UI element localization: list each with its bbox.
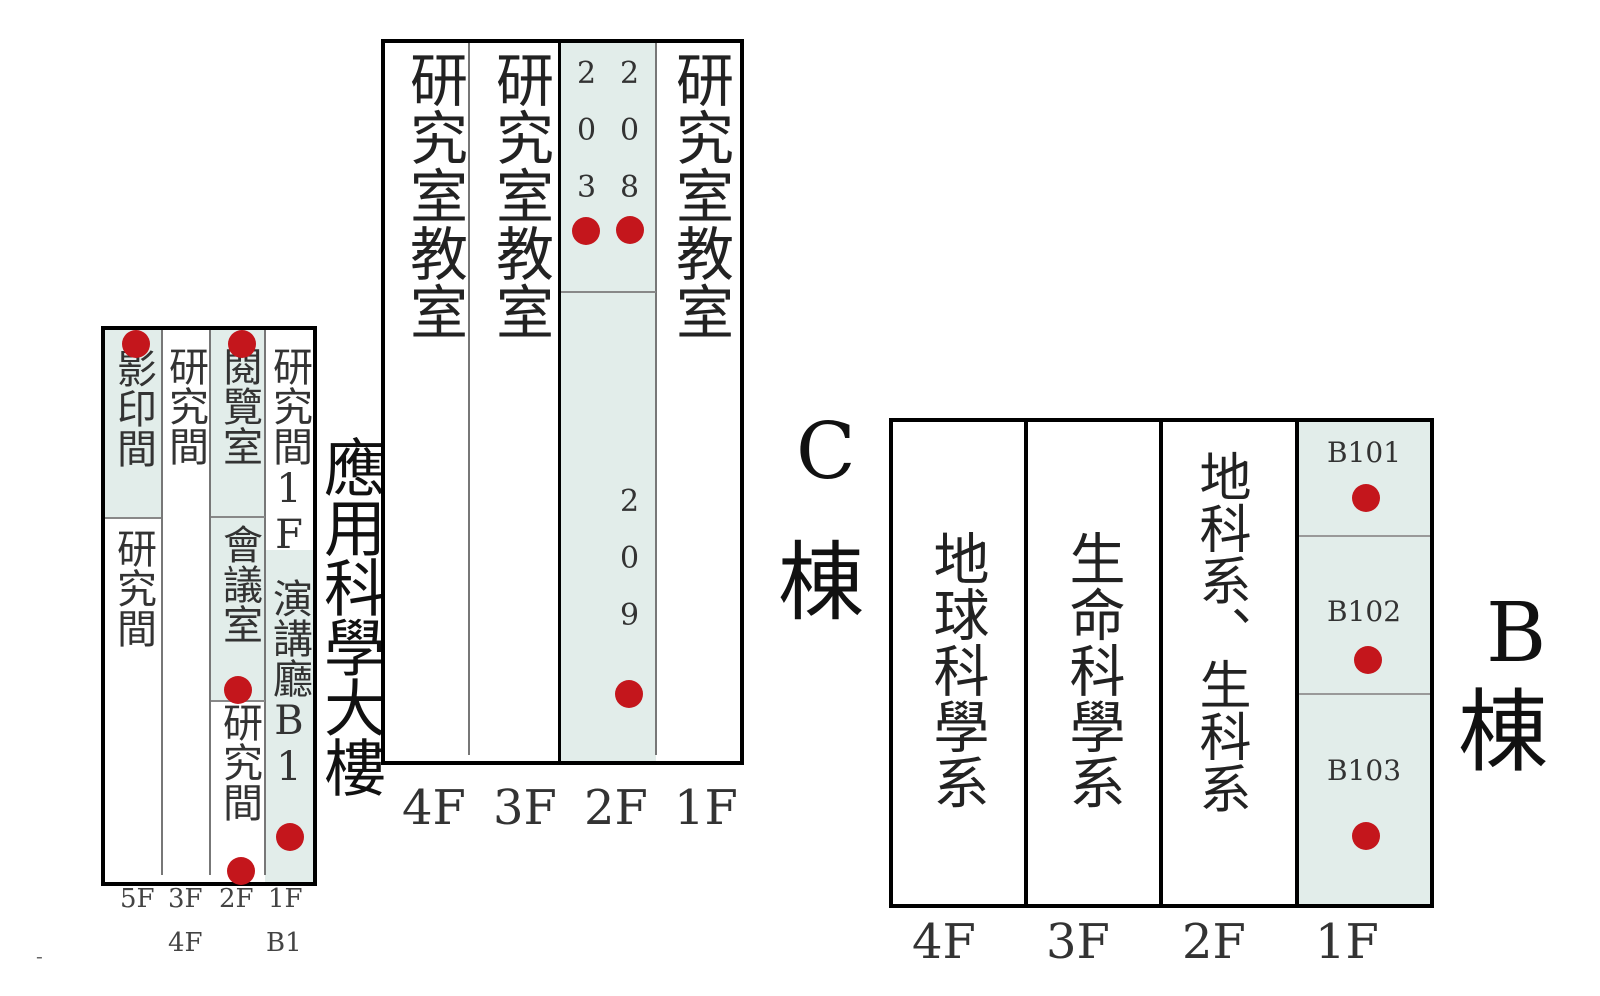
room-b103: B103	[1327, 754, 1402, 787]
room-209: 209	[612, 484, 647, 655]
b-building-char: 棟	[1458, 680, 1548, 785]
page-mark: -	[36, 944, 43, 968]
floor-label-5f: 5F	[120, 884, 155, 914]
room-lecture-hall: 演講廳B1	[266, 578, 312, 790]
room-b102: B102	[1327, 595, 1402, 628]
room-research-1f: 研究間1F	[266, 346, 312, 558]
floor-label-4f: 4F	[402, 780, 466, 836]
room-203: 203	[569, 56, 604, 227]
marker-dot	[227, 857, 255, 885]
b-building-outline	[889, 418, 1434, 908]
floor-label-4f: 4F	[912, 914, 976, 970]
floor-label-1f: 1F	[674, 780, 738, 836]
marker-dot	[1352, 822, 1380, 850]
c-building-char: 棟	[778, 533, 864, 633]
room-research-classroom-1f: 研究室教室	[666, 50, 734, 340]
room-research-2f: 研究間	[216, 702, 262, 822]
marker-dot	[228, 330, 256, 358]
marker-dot	[276, 823, 304, 851]
floor-label-4f: 4F	[168, 928, 203, 958]
room-copy: 影印間	[110, 348, 156, 468]
dept-earth-life-science: 地科系、生科系	[1190, 450, 1250, 814]
room-b101: B101	[1327, 436, 1402, 469]
floor-label-b1: B1	[266, 928, 302, 958]
dept-life-science: 生命科學系	[1060, 530, 1125, 810]
marker-dot	[616, 216, 644, 244]
room-reading: 閱覽室	[216, 346, 262, 466]
app-sci-col-2f-shade	[211, 330, 265, 700]
room-research-3f4f: 研究間	[162, 346, 208, 466]
marker-dot	[224, 676, 252, 704]
marker-dot	[122, 330, 150, 358]
floor-label-2f: 2F	[1182, 914, 1246, 970]
marker-dot	[1352, 484, 1380, 512]
app-sci-building-name: 應用科學大樓	[313, 436, 386, 796]
floor-label-3f: 3F	[493, 780, 557, 836]
c-col-2f-shade	[560, 43, 656, 761]
dept-earth-science: 地球科學系	[924, 530, 989, 810]
c-building-letter: C	[796, 407, 856, 497]
floor-label-1f: 1F	[1315, 914, 1379, 970]
marker-dot	[615, 680, 643, 708]
floor-label-3f: 3F	[168, 884, 203, 914]
b-building-letter: B	[1486, 586, 1547, 681]
floor-label-3f: 3F	[1046, 914, 1110, 970]
room-meeting: 會議室	[216, 524, 262, 644]
room-research-classroom-3f: 研究室教室	[486, 50, 554, 340]
floor-label-1f: 1F	[268, 884, 303, 914]
room-research-5f: 研究間	[110, 528, 156, 648]
floor-label-2f: 2F	[584, 780, 648, 836]
room-208: 208	[612, 56, 647, 227]
room-research-classroom-4f: 研究室教室	[400, 50, 468, 340]
app-sci-col-5f-shade-top	[105, 330, 161, 518]
marker-dot	[572, 217, 600, 245]
c-building-outline	[381, 39, 744, 765]
floor-label-2f: 2F	[219, 884, 254, 914]
app-sci-building-outline	[101, 326, 317, 886]
marker-dot	[1354, 646, 1382, 674]
